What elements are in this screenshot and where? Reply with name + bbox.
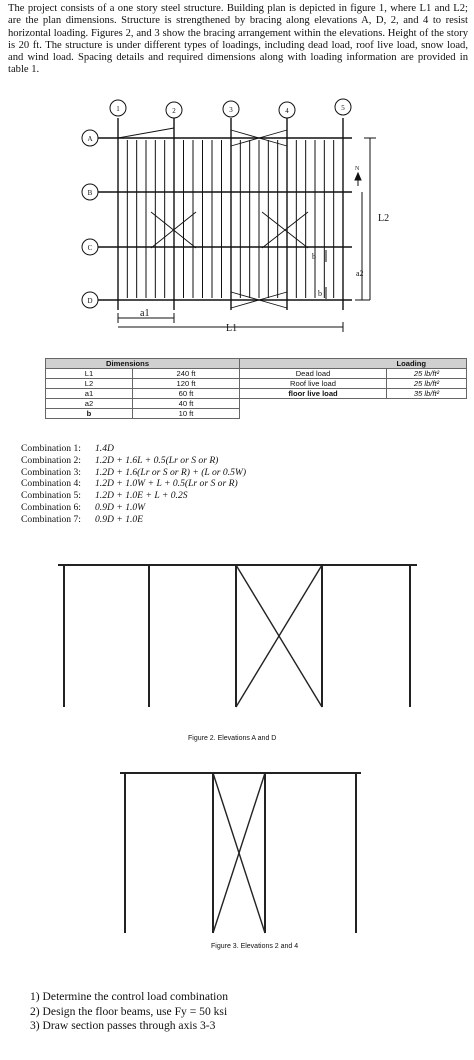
- load-combinations-list: Combination 1:1.4D Combination 2:1.2D + …: [21, 443, 246, 526]
- list-item: 1) Determine the control load combinatio…: [30, 990, 228, 1003]
- figure-2-caption: Figure 2. Elevations A and D: [188, 735, 277, 742]
- dim-symbol: L1: [45, 368, 133, 379]
- dim-l2-label: L2: [378, 213, 389, 224]
- list-item: 3) Draw section passes through axis 3-3: [30, 1019, 216, 1032]
- elevation-a-d-figure: [58, 564, 417, 708]
- dim-b-label-2: b: [318, 289, 322, 298]
- intro-paragraph: The project consists of a one story stee…: [8, 3, 468, 76]
- list-item: Combination 3:1.2D + 1.6(Lr or S or R) +…: [21, 466, 247, 478]
- row-label-d: D: [87, 297, 92, 305]
- loading-header: Loading: [239, 358, 467, 369]
- dim-l1-label: L1: [226, 323, 237, 334]
- dim-a2-label: a2: [356, 269, 364, 278]
- task-list: 1) Determine the control load combinatio…: [30, 990, 228, 1034]
- list-item: Combination 4:1.2D + 1.0W + L + 0.5(Lr o…: [21, 478, 238, 490]
- table-row: L1 240 ft Dead load 25 lb/ft²: [45, 368, 467, 379]
- dim-b-label-1: b: [312, 252, 316, 261]
- load-value: 35 lb/ft²: [386, 388, 467, 399]
- dimensions-header: Dimensions: [45, 358, 240, 369]
- building-plan-figure: 1 2 3 4 5 A B C D a1 L1 L2 a2 b b N: [81, 98, 389, 334]
- load-name: floor live load: [239, 388, 387, 399]
- dim-a1-label: a1: [140, 308, 149, 319]
- list-item: Combination 2:1.2D + 1.6L + 0.5(Lr or S …: [21, 454, 219, 466]
- list-item: Combination 5:1.2D + 1.0E + L + 0.2S: [21, 490, 188, 502]
- column-label-2: 2: [172, 107, 176, 115]
- column-label-3: 3: [229, 106, 233, 114]
- dim-value: 40 ft: [132, 398, 240, 409]
- column-label-1: 1: [116, 105, 120, 113]
- dim-value: 120 ft: [132, 378, 240, 389]
- table-row: a1 60 ft floor live load 35 lb/ft²: [45, 388, 467, 399]
- load-name: Dead load: [239, 368, 387, 379]
- list-item: Combination 6:0.9D + 1.0W: [21, 501, 146, 513]
- table-row: L2 120 ft Roof live load 25 lb/ft²: [45, 378, 467, 389]
- dim-value: 10 ft: [132, 408, 240, 419]
- load-value: 25 lb/ft²: [386, 368, 467, 379]
- row-label-c: C: [88, 244, 93, 252]
- north-label: N: [355, 166, 360, 172]
- row-label-a: A: [87, 135, 92, 143]
- table-row: b 10 ft: [45, 408, 467, 419]
- dim-value: 240 ft: [132, 368, 240, 379]
- dim-symbol: b: [45, 408, 133, 419]
- table-row: a2 40 ft: [45, 398, 467, 409]
- row-label-b: B: [88, 189, 93, 197]
- list-item: Combination 7:0.9D + 1.0E: [21, 513, 144, 525]
- dim-symbol: a1: [45, 388, 133, 399]
- column-label-5: 5: [341, 104, 345, 112]
- dim-value: 60 ft: [132, 388, 240, 399]
- list-item: 2) Design the floor beams, use Fy = 50 k…: [30, 1004, 228, 1018]
- load-name: Roof live load: [239, 378, 387, 389]
- load-value: 25 lb/ft²: [386, 378, 467, 389]
- column-label-4: 4: [285, 107, 289, 115]
- dim-symbol: L2: [45, 378, 133, 389]
- list-item: Combination 1:1.4D: [21, 443, 114, 454]
- elevation-2-4-figure: [120, 772, 361, 934]
- figure-3-caption: Figure 3. Elevations 2 and 4: [211, 943, 299, 950]
- dim-symbol: a2: [45, 398, 133, 409]
- row-label-bubbles: [81, 129, 99, 309]
- dimensions-loading-table: Dimensions Loading L1 240 ft Dead load 2…: [45, 358, 467, 419]
